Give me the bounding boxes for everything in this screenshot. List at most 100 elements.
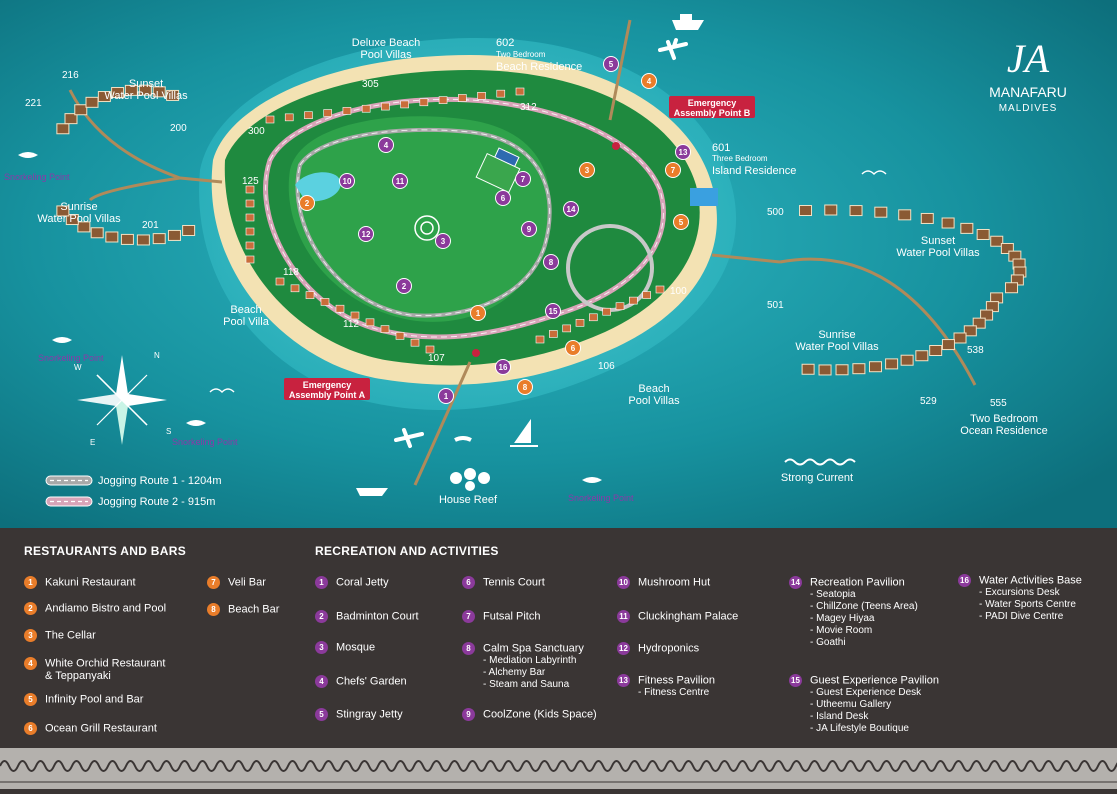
svg-text:5: 5: [609, 60, 614, 69]
jogging-legend: Jogging Route 1 - 1204m Jogging Route 2 …: [45, 475, 222, 508]
activity-marker-3[interactable]: 3: [435, 233, 451, 249]
water-villa: [64, 113, 78, 125]
villa-number-200: 200: [170, 123, 187, 134]
water-villa: [976, 228, 990, 240]
island-villa: [284, 113, 294, 122]
restaurant-marker-4[interactable]: 4: [641, 73, 657, 89]
island-villa: [245, 241, 255, 250]
wave-icon: [784, 458, 856, 466]
activity-marker-13[interactable]: 13: [675, 144, 691, 160]
water-villa: [849, 205, 863, 217]
island-villa: [615, 302, 625, 310]
island-villa: [438, 96, 448, 104]
water-villa: [97, 91, 111, 103]
activity-marker-4[interactable]: 4: [378, 137, 394, 153]
east-boardwalk: [779, 257, 977, 386]
activity-marker-16[interactable]: 16: [495, 359, 511, 375]
activity-sub-item: - Fitness Centre: [638, 687, 710, 698]
villa-area-label-sunset-w: Water Pool Villas: [104, 90, 188, 102]
activity-marker-11[interactable]: 11: [392, 173, 408, 189]
island-villa: [342, 107, 352, 115]
island-villa: [320, 298, 330, 306]
water-villa: [111, 87, 125, 99]
svg-text:2: 2: [305, 199, 310, 208]
activity-sub-item: - Mediation Labyrinth: [483, 655, 577, 666]
villa-area-label-deluxe: Pool Villas: [360, 49, 412, 61]
activity-badge: 14: [789, 576, 802, 589]
restaurant-marker-2[interactable]: 2: [299, 195, 315, 211]
island-villa: [496, 89, 506, 98]
svg-text:12: 12: [362, 230, 371, 239]
restaurant-badge: 4: [24, 657, 37, 670]
island-villa: [535, 335, 545, 344]
activity-marker-5[interactable]: 5: [603, 56, 619, 72]
island-villa: [335, 304, 345, 313]
island-villa: [290, 284, 300, 293]
water-villa: [941, 217, 955, 229]
activity-item-6: 6 Tennis Court: [462, 576, 545, 589]
activity-label: Calm Spa Sanctuary: [483, 642, 584, 655]
water-villa: [124, 84, 138, 96]
villa-number-201: 201: [142, 220, 159, 231]
island-villa: [458, 94, 467, 102]
restaurant-marker-6[interactable]: 6: [565, 340, 581, 356]
svg-text:Snorkeling Point: Snorkeling Point: [38, 353, 104, 363]
villa-area-label-deluxe: Deluxe Beach: [352, 37, 421, 49]
water-villa: [799, 205, 813, 217]
restaurant-marker-5[interactable]: 5: [673, 214, 689, 230]
svg-text:MALDIVES: MALDIVES: [999, 103, 1058, 114]
activity-badge: 6: [462, 576, 475, 589]
activity-badge: 3: [315, 641, 328, 654]
villa-number-312: 312: [520, 102, 537, 113]
activity-marker-12[interactable]: 12: [358, 226, 374, 242]
island-villa: [381, 102, 390, 111]
activity-marker-8[interactable]: 8: [543, 254, 559, 270]
restaurant-marker-8[interactable]: 8: [517, 379, 533, 395]
water-villa: [990, 235, 1004, 247]
restaurant-badge: 7: [207, 576, 220, 589]
activity-marker-2[interactable]: 2: [396, 278, 412, 294]
assembly-point-a: Emergency Assembly Point A: [284, 378, 370, 400]
villa-area-label-sunset-e: Water Pool Villas: [896, 247, 980, 259]
speedboat-icon: [356, 488, 388, 496]
activity-marker-10[interactable]: 10: [339, 173, 355, 189]
activity-marker-15[interactable]: 15: [545, 303, 561, 319]
svg-text:S: S: [166, 427, 171, 436]
activity-marker-7[interactable]: 7: [515, 171, 531, 187]
restaurant-marker-7[interactable]: 7: [665, 162, 681, 178]
water-villa: [801, 363, 815, 375]
water-villa: [972, 317, 986, 329]
svg-text:15: 15: [549, 307, 558, 316]
activity-marker-14[interactable]: 14: [563, 201, 579, 217]
svg-text:7: 7: [671, 166, 676, 175]
activity-marker-9[interactable]: 9: [521, 221, 537, 237]
svg-text:2: 2: [402, 282, 407, 291]
villa-number-555: 555: [990, 398, 1007, 409]
bird-icon-2: [861, 170, 887, 176]
water-villa: [1000, 242, 1014, 254]
assembly-point-a-marker: [472, 349, 480, 357]
svg-text:E: E: [90, 438, 95, 447]
residence-601-small: Three Bedroom: [712, 154, 768, 163]
activity-label: Tennis Court: [483, 576, 545, 589]
svg-text:8: 8: [549, 258, 554, 267]
island-villa: [275, 277, 285, 286]
activity-marker-1[interactable]: 1: [438, 388, 454, 404]
restaurant-label: & Teppanyaki: [45, 670, 111, 682]
island-villa: [419, 98, 429, 107]
recreation-title: RECREATION AND ACTIVITIES: [315, 544, 499, 558]
activity-marker-6[interactable]: 6: [495, 190, 511, 206]
water-villa: [868, 361, 882, 373]
villa-number-100: 100: [670, 286, 687, 297]
water-villa: [167, 229, 181, 241]
restaurant-marker-1[interactable]: 1: [470, 305, 486, 321]
activity-badge: 9: [462, 708, 475, 721]
restaurant-marker-3[interactable]: 3: [579, 162, 595, 178]
activity-badge: 7: [462, 610, 475, 623]
island-villa: [589, 313, 598, 322]
